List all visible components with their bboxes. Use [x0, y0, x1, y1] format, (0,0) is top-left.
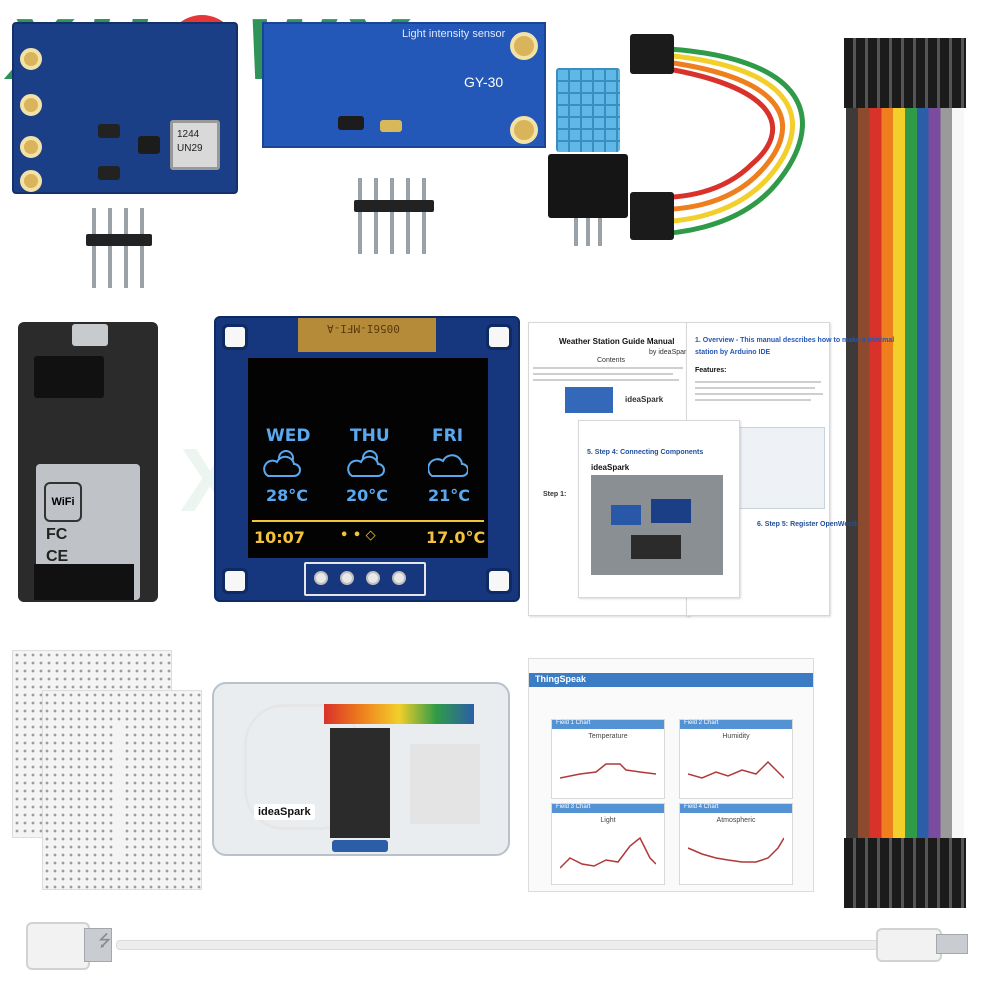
manual-step-1: Step 1:	[543, 491, 567, 498]
oled-pin-row	[304, 562, 426, 596]
chart-tile-4-name: Atmospheric	[716, 817, 756, 824]
gy30-model-label: GY-30	[464, 74, 504, 90]
chart-tile-1-title: Field 1 Chart	[556, 720, 591, 726]
manual-features-heading: Features:	[695, 367, 727, 374]
micro-usb-plug	[876, 928, 942, 962]
ribbon-bottom-connectors	[844, 838, 966, 908]
manual-overview-heading: 1. Overview - This manual describes how …	[695, 337, 895, 344]
thingspeak-brand: ThingSpeak	[535, 674, 587, 684]
pin-header-4	[86, 208, 152, 290]
chart-tile-1-name: Temperature	[588, 733, 628, 740]
dht11-sensor-module	[548, 68, 628, 248]
short-jumper-wires	[630, 34, 805, 240]
partly-cloudy-icon	[347, 450, 385, 477]
pcb-antenna	[34, 564, 134, 600]
manual-wiring-photo	[591, 475, 723, 575]
chart-tile-3-title: Field 3 Chart	[556, 804, 591, 810]
usb-a-plug	[26, 922, 90, 970]
wifi-logo: WiFi	[44, 482, 82, 522]
gy30-light-sensor-board: Light intensity sensor GY-30	[262, 22, 546, 148]
oled-clock: 10:07	[254, 528, 305, 547]
manual-contents-heading: Contents	[597, 357, 626, 364]
box-brand-label: ideaSpark	[254, 804, 315, 820]
chart-tile-2-name: Humidity	[722, 733, 750, 740]
storage-box: ideaSpark	[212, 682, 510, 856]
manual-brand-2: ideaSpark	[591, 463, 630, 472]
ribbon-wires	[846, 108, 964, 838]
nodemcu-esp8266-board: WiFi FC CE	[18, 322, 158, 602]
manual-author: by ideaSpark	[649, 349, 690, 356]
mount-hole	[20, 170, 42, 192]
gy30-silk-title: Light intensity sensor	[402, 28, 506, 40]
manual-screenshot	[733, 427, 825, 509]
usb-cable	[116, 940, 878, 950]
ce-mark: CE	[46, 548, 69, 565]
forecast-day-1: WED	[266, 426, 311, 446]
pin-header-5	[354, 178, 436, 258]
manual-brand: ideaSpark	[625, 395, 664, 404]
manual-sensor-photo	[565, 387, 613, 413]
thingspeak-dashboard-printout: ThingSpeak Field 1 Chart Temperature Fie…	[528, 658, 814, 892]
usb-symbol-icon: ⭍	[98, 933, 112, 950]
ribbon-top-connectors	[844, 38, 966, 108]
regulator-chip	[138, 136, 160, 154]
forecast-temp-2: 20°C	[346, 486, 389, 505]
cloudy-icon	[428, 454, 468, 477]
forecast-temp-3: 21°C	[428, 486, 471, 505]
smd-chip	[338, 116, 364, 130]
oled-page-dots: • • ◇	[340, 528, 376, 543]
chart-tile-1: Field 1 Chart Temperature	[551, 719, 665, 799]
mini-breadboard-2	[42, 690, 202, 890]
breadboard-center-channel	[115, 721, 125, 861]
fcc-mark: FC	[46, 526, 68, 543]
micro-usb-port	[72, 324, 108, 346]
box-jumper-wires	[324, 704, 474, 724]
thingspeak-nav-bar	[529, 673, 813, 687]
oled-outdoor-temp: 17.0°C	[426, 528, 486, 547]
chart-tile-4: Field 4 Chart Atmospheric	[679, 803, 793, 885]
chip-text-1: 1244	[177, 129, 200, 140]
oled-flex-cable	[298, 318, 436, 352]
micro-usb-connector	[936, 934, 968, 954]
manual-title: Weather Station Guide Manual	[559, 337, 675, 346]
mount-hole	[20, 94, 42, 116]
mount-hole	[20, 48, 42, 70]
dht11-pcb	[548, 154, 628, 218]
pressure-sensor-board: 1244 UN29	[12, 22, 238, 194]
chart-tile-4-title: Field 4 Chart	[684, 804, 719, 810]
long-jumper-ribbon	[840, 38, 970, 908]
chart-tile-2: Field 2 Chart Humidity	[679, 719, 793, 799]
box-nodemcu	[330, 728, 390, 838]
box-latch	[332, 840, 388, 852]
mount-hole	[20, 136, 42, 158]
manual-overview-subheading: station by Arduino IDE	[695, 349, 771, 356]
box-breadboard	[410, 744, 480, 824]
smd-cap	[380, 120, 402, 132]
dht11-sensor-housing	[556, 68, 620, 152]
oled-divider-line	[252, 520, 484, 522]
manual-page-3: 5. Step 4: Connecting Components ideaSpa…	[578, 420, 740, 598]
manual-step-4: 5. Step 4: Connecting Components	[587, 449, 704, 456]
chart-tile-2-title: Field 2 Chart	[684, 720, 719, 726]
forecast-day-2: THU	[350, 426, 390, 446]
chart-tile-3: Field 3 Chart Light	[551, 803, 665, 885]
manual-step-5: 6. Step 5: Register OpenWeath	[757, 521, 859, 528]
usb-serial-chip	[34, 356, 104, 398]
forecast-temp-1: 28°C	[266, 486, 309, 505]
chart-tile-3-name: Light	[600, 817, 616, 824]
forecast-day-3: FRI	[432, 426, 464, 446]
chip-text-2: UN29	[177, 143, 203, 154]
mount-hole	[510, 116, 538, 144]
usb-a-connector	[84, 928, 112, 962]
partly-cloudy-icon	[263, 450, 301, 477]
sensor-chip: 1244 UN29	[170, 120, 220, 170]
mount-hole	[510, 32, 538, 60]
resistor	[98, 166, 120, 180]
oled-cable-label: 0056I-MFI-A	[327, 322, 400, 335]
resistor	[98, 124, 120, 138]
